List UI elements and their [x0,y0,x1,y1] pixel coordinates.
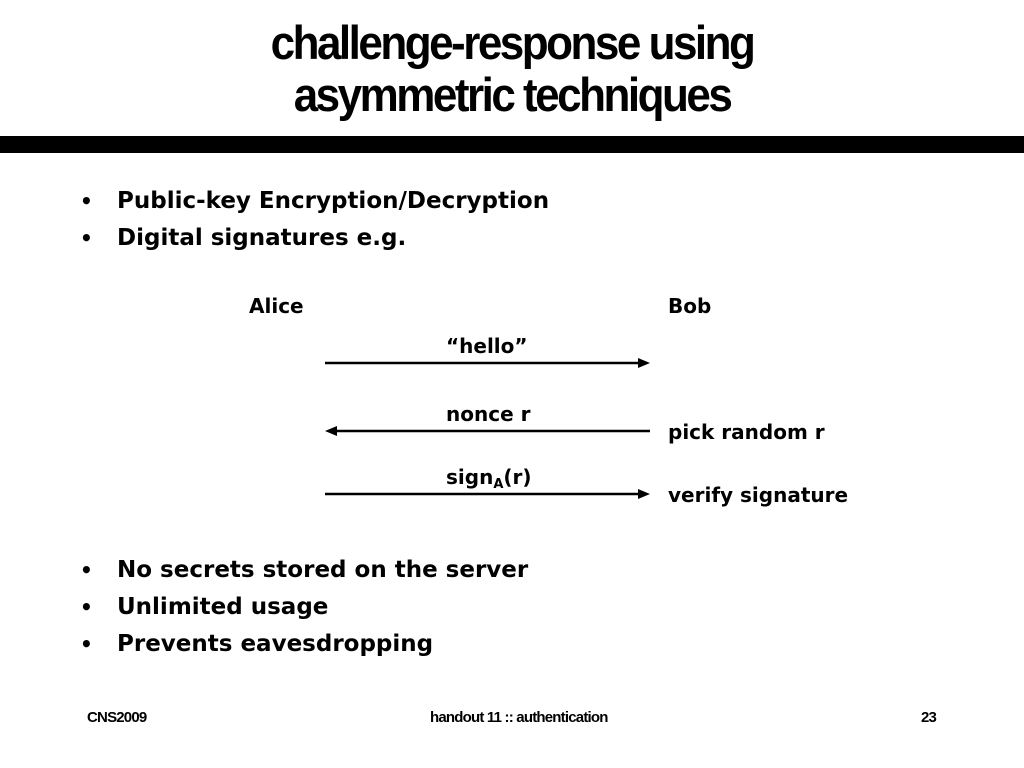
bullet-dot-icon: • [80,226,93,250]
bullet-dot-icon: • [80,189,93,213]
slide-title-line-2: asymmetric techniques [293,68,733,122]
bullet-text: Unlimited usage [117,594,329,620]
bullet-text: Public-key Encryption/Decryption [117,188,550,214]
bullet-text: Prevents eavesdropping [117,631,434,657]
bullet-item: • Digital signatures e.g. [80,223,549,260]
sign-tail: (r) [503,465,532,489]
bob-note-pick-random: pick random r [668,420,825,444]
sign-subscript: A [493,477,504,492]
footer-handout-title: handout 11 :: authentication [430,709,608,726]
party-alice-label: Alice [249,294,304,318]
slide-title: challenge-response using asymmetric tech… [0,16,1024,122]
message-label-hello: “hello” [446,334,528,358]
arrow-signature-to-bob [325,489,650,499]
bullet-item: • Prevents eavesdropping [80,629,528,666]
bullet-text: No secrets stored on the server [117,557,529,583]
party-bob-label: Bob [668,294,712,318]
bullet-item: • Unlimited usage [80,592,528,629]
bullet-dot-icon: • [80,632,93,656]
message-label-nonce: nonce r [446,402,531,426]
bullet-text: Digital signatures e.g. [117,225,407,251]
sign-text: sign [446,465,494,489]
slide-title-line-1: challenge-response using [270,16,756,70]
footer-course-code: CNS2009 [87,709,147,726]
arrow-hello-to-bob [325,358,650,368]
bullet-list-bottom: • No secrets stored on the server • Unli… [80,555,528,666]
bullet-list-top: • Public-key Encryption/Decryption • Dig… [80,186,549,260]
footer-page-number: 23 [921,709,937,726]
message-label-signature: signA(r) [446,465,532,492]
title-divider-bar [0,136,1024,153]
bullet-dot-icon: • [80,558,93,582]
bullet-item: • No secrets stored on the server [80,555,528,592]
bullet-item: • Public-key Encryption/Decryption [80,186,549,223]
bob-note-verify: verify signature [668,483,849,507]
bullet-dot-icon: • [80,595,93,619]
arrow-nonce-to-alice [325,426,650,436]
